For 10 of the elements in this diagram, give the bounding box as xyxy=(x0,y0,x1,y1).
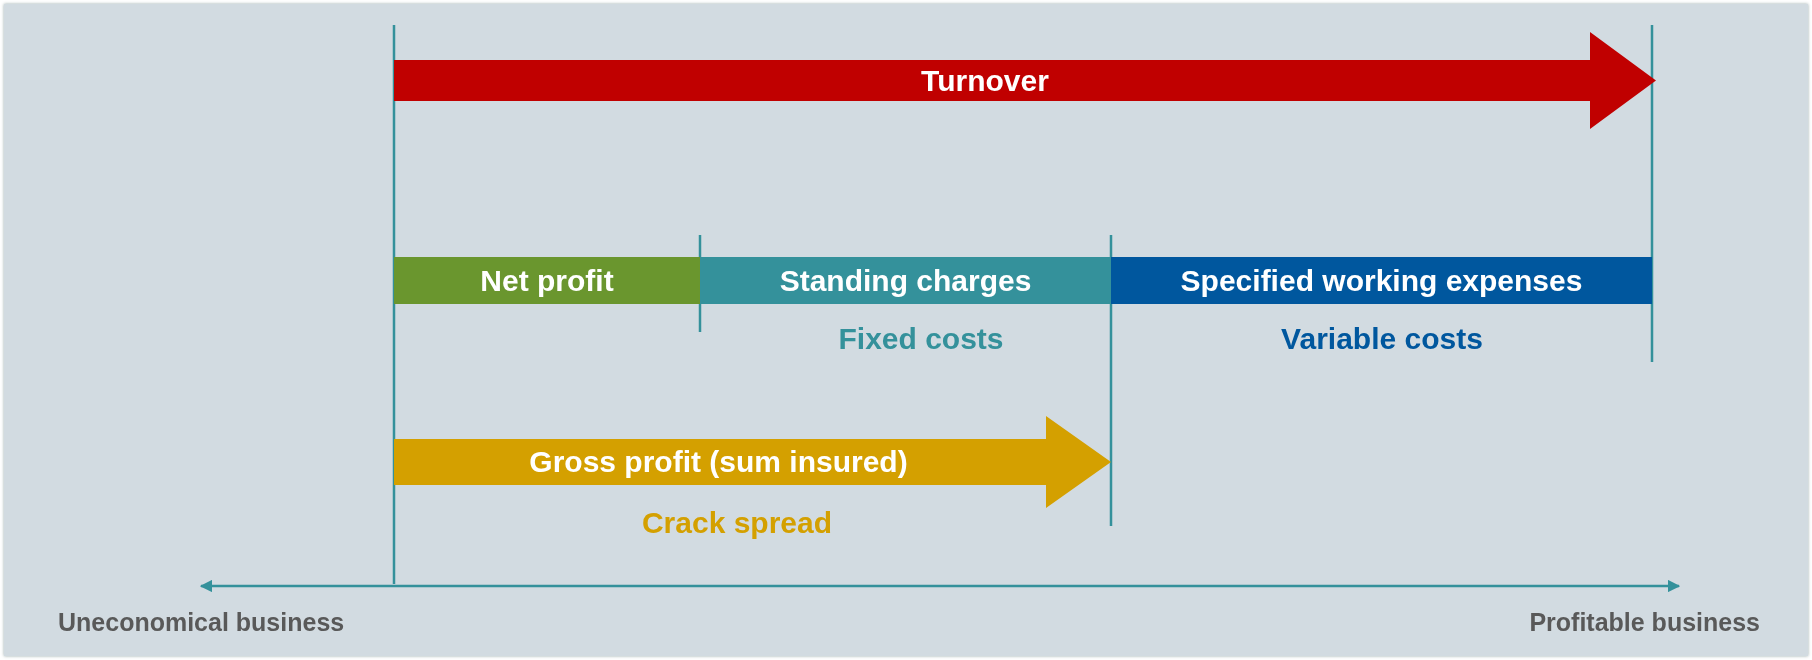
bar-caption: Fixed costs xyxy=(838,322,1004,356)
bar-caption: Variable costs xyxy=(1281,322,1483,356)
bar: Specified working expenses xyxy=(1111,257,1652,304)
arrow-label: Gross profit (sum insured) xyxy=(529,445,908,479)
bar: Net profit xyxy=(394,257,700,304)
axis-end-label: Profitable business xyxy=(1529,608,1760,637)
bar: Standing charges xyxy=(700,257,1111,304)
bar-caption: Crack spread xyxy=(641,506,833,540)
axis-end-label: Uneconomical business xyxy=(58,608,345,637)
arrow-label: Turnover xyxy=(921,63,1049,98)
